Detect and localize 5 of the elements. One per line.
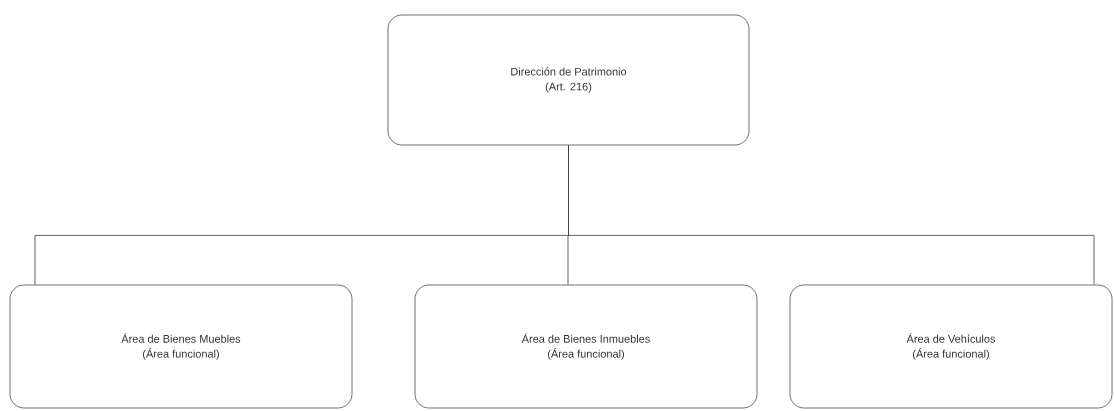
org-box: Área de Bienes Inmuebles (Área funcional) xyxy=(414,284,758,409)
org-box: Dirección de Patrimonio (Art. 216) xyxy=(387,14,750,146)
connector-line xyxy=(568,145,1095,285)
org-box: Área de Bienes Muebles (Área funcional) xyxy=(9,284,353,409)
org-box: Área de Vehículos (Área funcional) xyxy=(789,284,1113,409)
